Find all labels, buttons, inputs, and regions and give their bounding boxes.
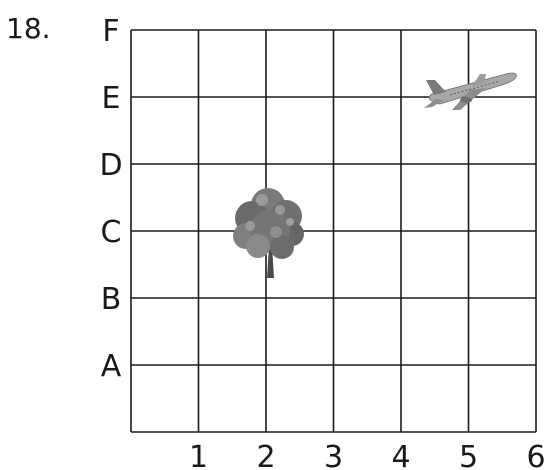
y-axis-label: E <box>102 81 121 116</box>
x-axis-label: 6 <box>526 440 545 470</box>
airplane-icon <box>424 72 517 110</box>
x-axis-label: 2 <box>256 440 275 470</box>
x-axis-labels: 1 2 3 4 5 6 <box>189 440 546 470</box>
x-axis-label: 1 <box>189 440 208 470</box>
x-axis-label: 4 <box>391 440 410 470</box>
y-axis-label: C <box>101 215 122 250</box>
y-axis-label: F <box>102 14 119 49</box>
y-axis-label: D <box>99 148 122 183</box>
y-axis-label: B <box>101 282 122 317</box>
question-number: 18. <box>6 12 51 45</box>
x-axis-label: 5 <box>459 440 478 470</box>
x-axis-label: 3 <box>324 440 343 470</box>
y-axis-label: A <box>101 349 122 384</box>
tree-icon <box>233 188 304 278</box>
